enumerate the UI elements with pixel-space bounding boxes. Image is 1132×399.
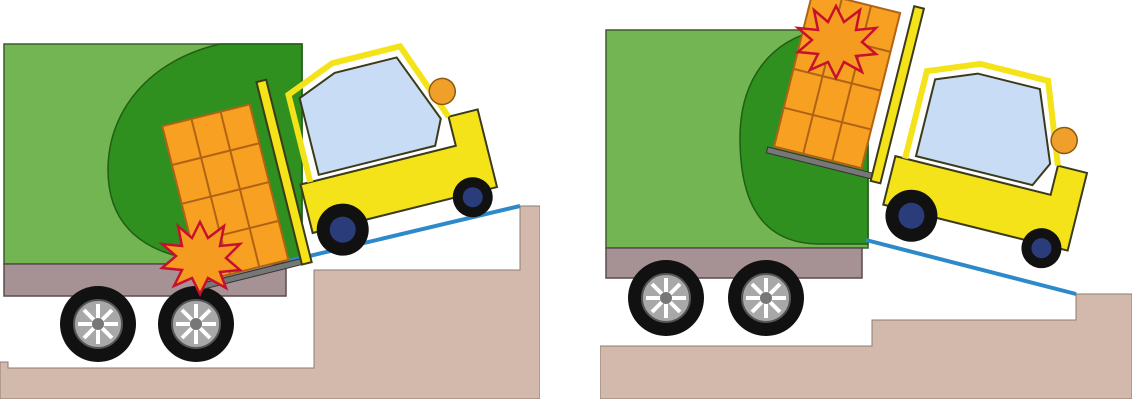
trailer-wheel — [158, 286, 234, 362]
trailer-wheel — [628, 260, 704, 336]
trailer-wheel — [728, 260, 804, 336]
driver-head — [426, 76, 458, 108]
trailer-wheel — [60, 286, 136, 362]
right-scene-diagram — [600, 0, 1132, 399]
left-scene-diagram — [0, 0, 540, 399]
